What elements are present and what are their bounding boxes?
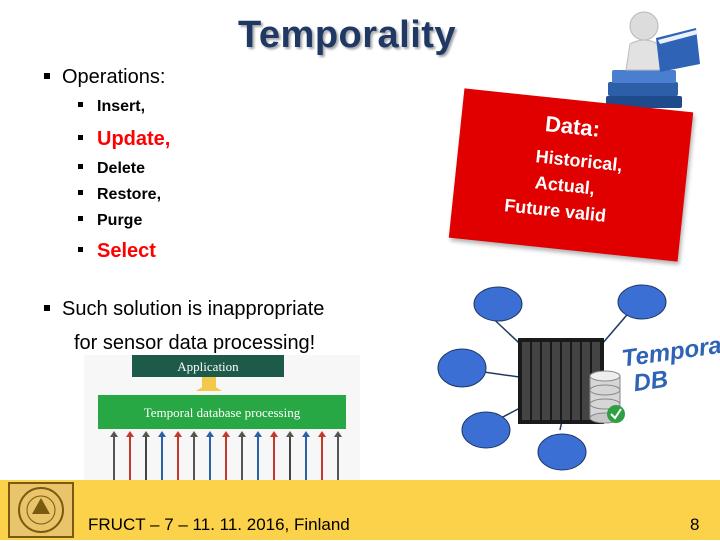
data-box-future: Future valid — [503, 195, 607, 226]
processing-diagram: Application Temporal database processing — [84, 355, 360, 480]
application-label: Application — [177, 359, 239, 374]
data-box-heading: Data: — [543, 111, 602, 142]
temporal-db-label-2: DB — [632, 366, 670, 398]
op-purge: Purge — [78, 212, 142, 230]
database-icon — [589, 370, 625, 424]
temporal-db-label-1: Temporal — [620, 331, 720, 373]
data-validity-box: Data: Historical, Actual, Future valid — [448, 88, 694, 262]
page-number: 8 — [690, 515, 700, 534]
op-restore: Restore, — [78, 186, 161, 204]
university-seal-icon — [8, 482, 74, 538]
temporal-db-network: Temporal DB — [437, 284, 720, 471]
footer-text: FRUCT – 7 – 11. 11. 2016, Finland — [88, 515, 350, 534]
network-node — [537, 433, 587, 471]
network-node — [473, 286, 523, 322]
statement-line-1: Such solution is inappropriate — [44, 298, 324, 321]
processing-bar — [98, 395, 346, 429]
footer-bar — [0, 480, 720, 540]
data-box-historical: Historical, — [534, 146, 624, 176]
op-update: Update, — [78, 128, 170, 151]
slide-title: Temporality — [238, 14, 457, 56]
network-node — [617, 284, 667, 320]
reading-person-icon — [606, 11, 700, 108]
statement-line-2: for sensor data processing! — [74, 332, 316, 354]
data-box-actual: Actual, — [533, 172, 596, 199]
application-box — [132, 355, 284, 377]
op-select: Select — [78, 240, 156, 263]
op-insert: Insert, — [78, 98, 145, 116]
network-node — [437, 348, 487, 388]
op-delete: Delete — [78, 160, 145, 178]
network-node — [461, 411, 511, 449]
processing-label: Temporal database processing — [144, 405, 301, 420]
operations-heading: Operations: — [44, 66, 165, 89]
